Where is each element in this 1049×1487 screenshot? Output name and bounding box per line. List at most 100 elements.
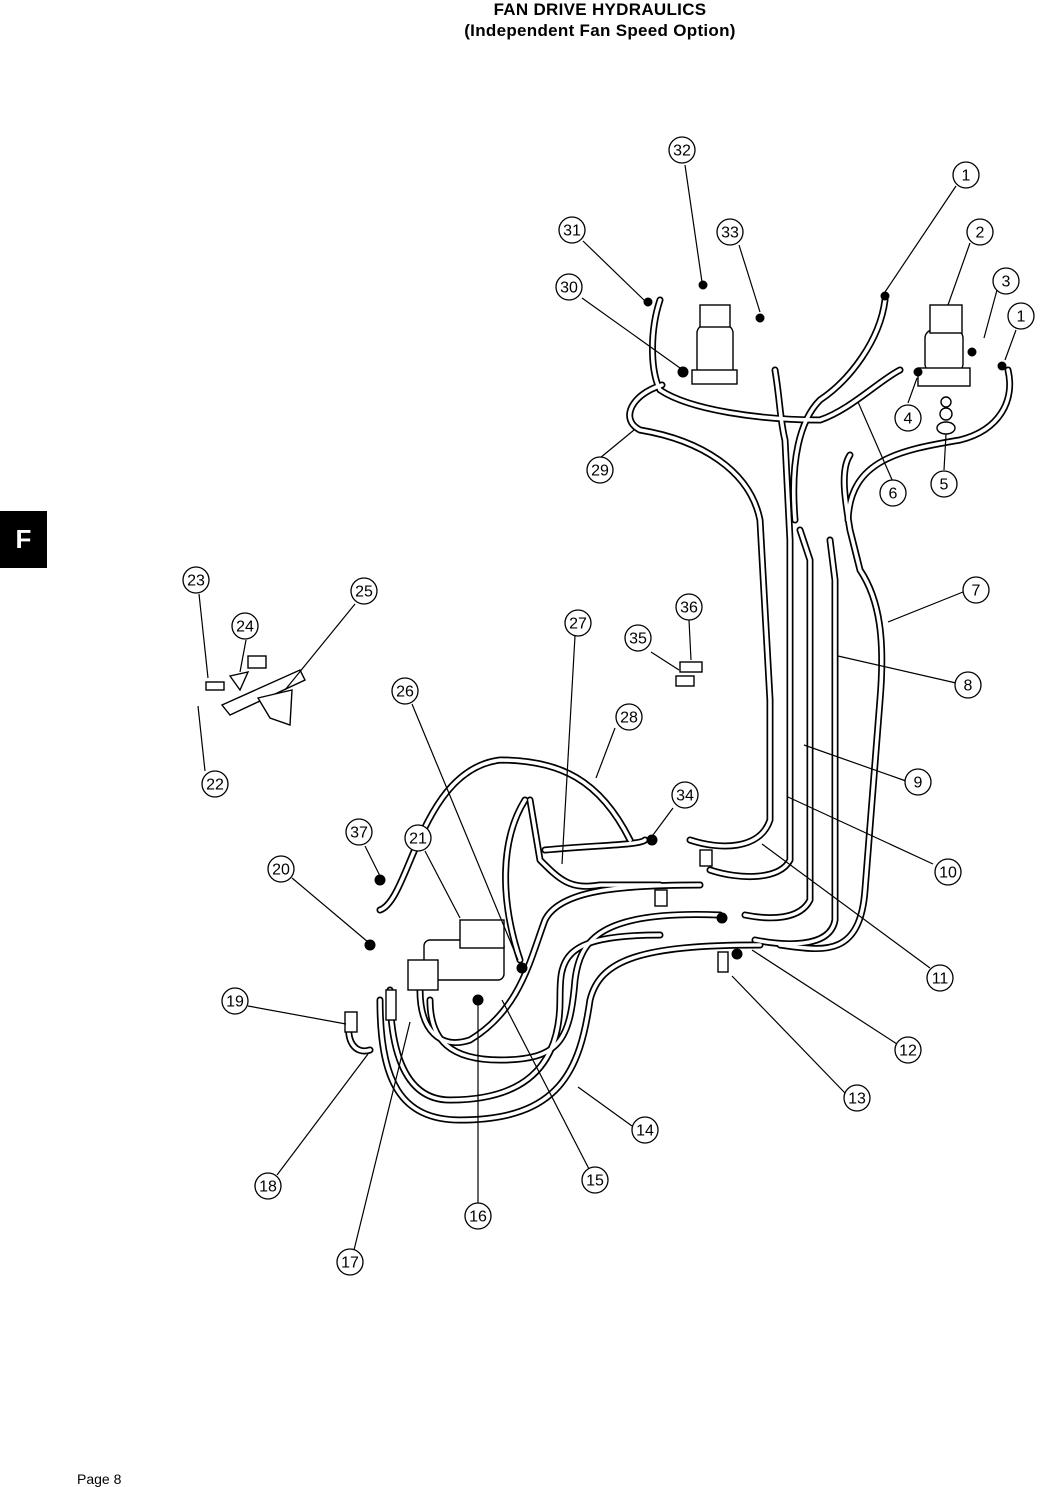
- callout-circle: [894, 404, 922, 432]
- callout-circle: [254, 1172, 282, 1200]
- callout-number: 5: [940, 477, 949, 494]
- callout-number: 3: [1002, 274, 1011, 291]
- callout-number: 28: [620, 710, 638, 727]
- callout-circle: [201, 770, 229, 798]
- callout-1: 1: [1007, 302, 1035, 330]
- callout-14: 14: [631, 1116, 659, 1144]
- callout-16: 16: [464, 1202, 492, 1230]
- callout-22: 22: [201, 770, 229, 798]
- hose-line-inner: [378, 943, 762, 1122]
- callout-circle: [716, 218, 744, 246]
- callout-number: 16: [469, 1209, 487, 1226]
- callout-25: 25: [350, 577, 378, 605]
- callout-circle: [954, 671, 982, 699]
- hose-line-inner: [846, 368, 1012, 522]
- hose-line-inner: [708, 368, 792, 879]
- callout-circle: [404, 824, 432, 852]
- callout-circle: [894, 1036, 922, 1064]
- callout-1: 1: [952, 161, 980, 189]
- callout-2: 2: [966, 218, 994, 246]
- callout-circle: [624, 624, 652, 652]
- callout-number: 22: [206, 777, 224, 794]
- callout-33: 33: [716, 218, 744, 246]
- callout-37: 37: [345, 818, 373, 846]
- callout-number: 27: [569, 616, 587, 633]
- hose-line-inner: [753, 538, 837, 946]
- callout-15: 15: [581, 1166, 609, 1194]
- callout-number: 13: [848, 1091, 866, 1108]
- callout-circle: [671, 781, 699, 809]
- hose-line-inner: [628, 383, 772, 848]
- callout-number: 36: [680, 600, 698, 617]
- hose-line-inner: [791, 298, 887, 522]
- callout-circle: [267, 855, 295, 883]
- callout-24: 24: [231, 612, 259, 640]
- callout-circle: [952, 161, 980, 189]
- callout-18: 18: [254, 1172, 282, 1200]
- hose-group: [345, 296, 1014, 1124]
- hose-line-inner: [528, 798, 662, 888]
- callout-4: 4: [894, 404, 922, 432]
- callout-circle: [231, 612, 259, 640]
- callout-31: 31: [558, 216, 586, 244]
- hose-line-inner: [778, 453, 884, 951]
- callout-5: 5: [930, 470, 958, 498]
- diagram-subtitle: (Independent Fan Speed Option): [464, 21, 736, 40]
- callout-number: 20: [272, 862, 290, 879]
- callout-19: 19: [221, 987, 249, 1015]
- callout-10: 10: [934, 858, 962, 886]
- hose-line-inner: [650, 298, 902, 422]
- callout-circle: [564, 609, 592, 637]
- callout-number: 21: [409, 831, 427, 848]
- callout-number: 12: [899, 1043, 917, 1060]
- callout-number: 32: [673, 143, 691, 160]
- hose-line-inner: [503, 798, 527, 962]
- callout-circle: [966, 218, 994, 246]
- callout-number: 1: [1017, 309, 1026, 326]
- callout-3: 3: [992, 267, 1020, 295]
- hose-line-inner: [428, 912, 722, 1062]
- callout-number: 37: [350, 825, 368, 842]
- callout-circle: [904, 768, 932, 796]
- callout-number: 1: [962, 168, 971, 185]
- callout-number: 14: [636, 1123, 654, 1140]
- callout-34: 34: [671, 781, 699, 809]
- hose-line: [626, 381, 774, 850]
- callout-circle: [631, 1116, 659, 1144]
- callout-21: 21: [404, 824, 432, 852]
- callout-number: 19: [226, 994, 244, 1011]
- callout-26: 26: [391, 677, 419, 705]
- callout-36: 36: [675, 593, 703, 621]
- callout-circle: [336, 1248, 364, 1276]
- callout-number: 33: [721, 225, 739, 242]
- callout-8: 8: [954, 671, 982, 699]
- hose-line-inner: [543, 838, 647, 852]
- callout-circle: [555, 273, 583, 301]
- callout-number: 7: [972, 583, 981, 600]
- callout-circle: [391, 677, 419, 705]
- callout-number: 26: [396, 684, 414, 701]
- callout-28: 28: [615, 703, 643, 731]
- hose-line-inner: [378, 758, 632, 912]
- callout-23: 23: [182, 566, 210, 594]
- callout-circle: [581, 1166, 609, 1194]
- callout-circle: [586, 456, 614, 484]
- callout-circle: [962, 576, 990, 604]
- callout-number: 17: [341, 1255, 359, 1272]
- callout-27: 27: [564, 609, 592, 637]
- callout-20: 20: [267, 855, 295, 883]
- callout-number: 10: [939, 865, 957, 882]
- callout-circle: [1007, 302, 1035, 330]
- hose-line-inner: [388, 933, 662, 1102]
- callout-number: 4: [904, 411, 913, 428]
- callout-circle: [930, 470, 958, 498]
- callout-circle: [464, 1202, 492, 1230]
- page-number: Page 8: [77, 1471, 122, 1487]
- callout-30: 30: [555, 273, 583, 301]
- callout-number: 31: [563, 223, 581, 240]
- callout-number: 25: [355, 584, 373, 601]
- callout-number: 9: [914, 775, 923, 792]
- callout-6: 6: [879, 479, 907, 507]
- leader-lines: [197, 164, 1017, 1251]
